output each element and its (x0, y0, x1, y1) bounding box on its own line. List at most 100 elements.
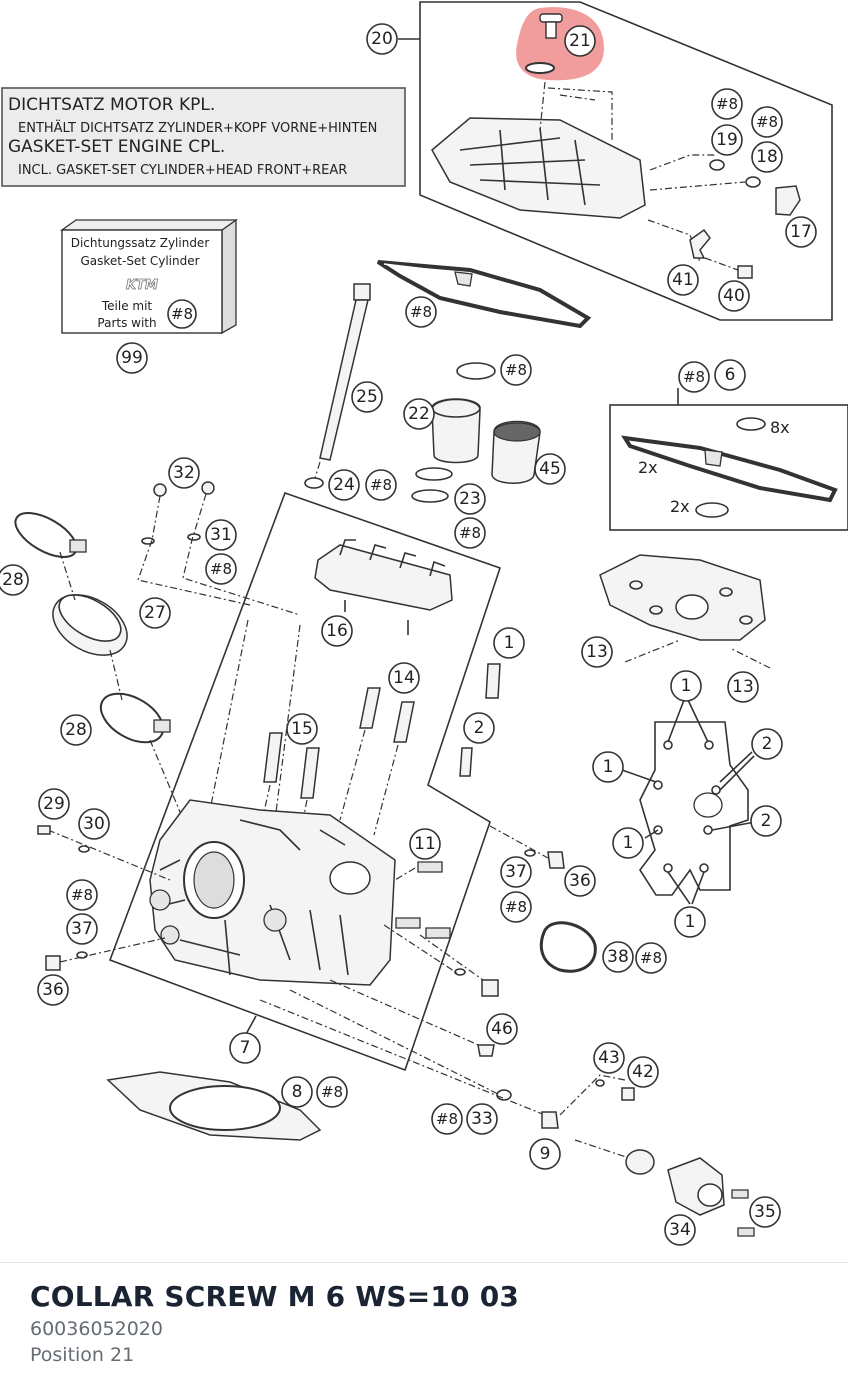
rocker-details (339, 539, 446, 577)
gasket-kit-box (1, 87, 406, 187)
washer-31a (141, 537, 155, 545)
callout-8c: #8 (410, 303, 432, 321)
callout-11: 11 (414, 834, 436, 854)
collar-screw-seal (525, 62, 555, 74)
part-position: Position 21 (30, 1344, 135, 1366)
callout-1c: 1 (603, 757, 614, 777)
callout-1a: 1 (504, 633, 515, 653)
callout-25: 25 (356, 387, 378, 407)
head-screw-right (481, 979, 499, 997)
callout-13b: 13 (732, 677, 754, 697)
sleeve-34a (625, 1149, 655, 1175)
valve-cover-frame (419, 1, 833, 321)
kit-line-2: ENTHÄLT DICHTSATZ ZYLINDER+KOPF VORNE+HI… (18, 120, 377, 136)
gasket-plate-port (693, 792, 723, 818)
kit-line-3: GASKET-SET ENGINE CPL. (8, 137, 225, 157)
gasket-set-6-frame (609, 404, 848, 531)
callout-8j: #8 (71, 886, 93, 904)
callout-37b: 37 (71, 919, 93, 939)
gasket-set-6-gasket (621, 435, 838, 503)
collar-screw-head (539, 13, 563, 23)
washer-43 (595, 1079, 605, 1087)
callout-22: 22 (408, 404, 430, 424)
collar-screw-shank (545, 21, 557, 39)
valve-cover (431, 117, 646, 219)
sleeve-45-top (493, 422, 541, 442)
cyl-kit-line-1: Dichtungssatz Zylinder (71, 236, 210, 250)
callout-42: 42 (632, 1062, 654, 1082)
callout-8b: #8 (756, 113, 778, 131)
callout-23: 23 (459, 489, 481, 509)
callout-36a: 36 (569, 871, 591, 891)
head-boss-1 (160, 925, 180, 945)
washer-right (454, 968, 466, 976)
screw-36b (547, 851, 565, 869)
callout-46: 46 (491, 1019, 513, 1039)
callout-28b: 28 (65, 720, 87, 740)
screw-36a (45, 955, 61, 971)
cyl-kit-ref: #8 (171, 305, 193, 323)
callout-9: 9 (540, 1144, 551, 1164)
callout-15: 15 (291, 719, 313, 739)
head-details (159, 819, 349, 976)
thermostat-port (697, 1183, 723, 1207)
callout-2b: 2 (762, 734, 773, 754)
plug-9 (541, 1111, 559, 1129)
callout-27: 27 (144, 603, 166, 623)
cyl-kit-line-4: Parts with (97, 316, 156, 330)
o-ring-23b (411, 489, 449, 503)
seal-8x (736, 417, 766, 431)
leader-40 (704, 257, 739, 271)
callout-38: 38 (607, 947, 629, 967)
o-ring-23a (415, 467, 453, 481)
head-spark-port (329, 861, 371, 895)
part-info-panel: COLLAR SCREW M 6 WS=10 03 60036052020 Po… (30, 1278, 828, 1368)
callout-8i: #8 (505, 898, 527, 916)
screw-29 (37, 825, 51, 835)
gasket-plate-holes (653, 740, 721, 873)
rocker-pins (344, 600, 409, 635)
callout-17: 17 (790, 222, 812, 242)
cylinder-head-frame (108, 491, 502, 1072)
hose-clamp-28a (14, 512, 78, 558)
head-intake-port-inner (193, 851, 235, 909)
valve-guide-14a (359, 687, 381, 729)
callout-8f: #8 (370, 476, 392, 494)
washer-24 (304, 477, 324, 489)
casting-13-leaders (624, 639, 771, 669)
tensioner-bolt-head (353, 283, 371, 301)
o-ring-38 (539, 921, 597, 973)
gasket-plate (639, 721, 749, 896)
callout-8: 8 (292, 1082, 303, 1102)
sleeve-1 (485, 663, 501, 699)
nut-32b (201, 481, 215, 495)
callout-1d: 1 (623, 833, 634, 853)
valve-guide-15b (300, 747, 320, 799)
washer-33 (496, 1089, 512, 1101)
callout-8e: #8 (683, 368, 705, 386)
sleeves-11 (395, 861, 451, 939)
callout-2c: 2 (761, 811, 772, 831)
part-title: COLLAR SCREW M 6 WS=10 03 (30, 1280, 520, 1313)
screw-40 (737, 265, 753, 279)
valve-guide-14b (393, 701, 415, 743)
callout-8m: #8 (436, 1110, 458, 1128)
callout-7: 7 (240, 1038, 251, 1058)
valve-leaders (209, 619, 399, 846)
qty-2x-b: 2x (670, 497, 690, 516)
callout-36b: 36 (42, 980, 64, 1000)
studs-32 (137, 493, 301, 616)
exploded-parts-diagram: .ln { fill: none; stroke: #333; stroke-w… (0, 1, 848, 1246)
callout-20: 20 (371, 29, 393, 49)
cylinder-kit-box-side (221, 218, 237, 335)
cyl-kit-line-3: Teile mit (101, 299, 153, 313)
callout-37a: 37 (505, 862, 527, 882)
valve-guide-15a (263, 732, 283, 783)
casting-13-port (675, 594, 709, 620)
o-ring-18 (745, 176, 761, 188)
callout-21: 21 (569, 31, 591, 51)
washer-30 (78, 845, 90, 853)
o-ring-19 (709, 159, 725, 171)
ktm-logo: KTM (126, 278, 158, 293)
casting-13-holes (629, 580, 753, 625)
